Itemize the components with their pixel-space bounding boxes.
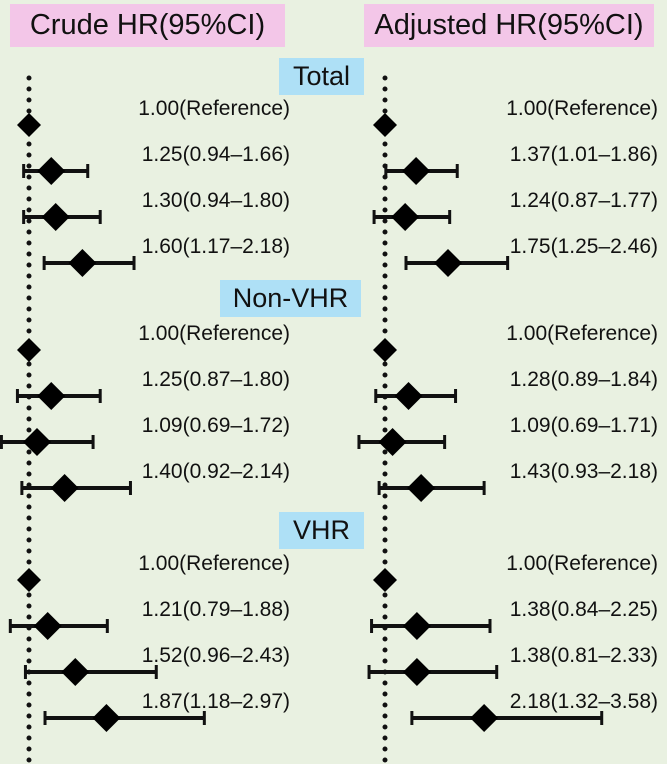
hr-label-crude: 1.40(0.92–2.14) bbox=[142, 460, 290, 483]
hr-label-adjusted: 1.37(1.01–1.86) bbox=[510, 143, 658, 166]
hr-point-crude bbox=[37, 157, 66, 185]
hr-label-crude: 1.00(Reference) bbox=[138, 97, 290, 120]
hr-label-crude: 1.87(1.18–2.97) bbox=[142, 690, 290, 713]
hr-point-crude bbox=[61, 658, 90, 686]
hr-point-crude bbox=[41, 203, 70, 231]
reference-point-adjusted bbox=[373, 568, 397, 592]
hr-label-adjusted: 1.75(1.25–2.46) bbox=[510, 235, 658, 258]
adjusted-hr-header: Adjusted HR(95%CI) bbox=[364, 4, 654, 47]
hr-label-adjusted: 1.28(0.89–1.84) bbox=[510, 368, 658, 391]
hr-label-adjusted: 1.38(0.81–2.33) bbox=[510, 644, 658, 667]
hr-label-adjusted: 1.09(0.69–1.71) bbox=[510, 414, 658, 437]
reference-point-crude bbox=[17, 338, 41, 362]
hr-point-adjusted bbox=[394, 382, 423, 410]
hr-label-adjusted: 1.00(Reference) bbox=[506, 552, 658, 575]
hr-label-crude: 1.21(0.79–1.88) bbox=[142, 598, 290, 621]
hr-label-crude: 1.60(1.17–2.18) bbox=[142, 235, 290, 258]
crude-hr-header: Crude HR(95%CI) bbox=[10, 4, 285, 47]
hr-point-crude bbox=[50, 474, 79, 502]
hr-label-adjusted: 1.43(0.93–2.18) bbox=[510, 460, 658, 483]
hr-label-adjusted: 1.00(Reference) bbox=[506, 97, 658, 120]
group-label-total: Total bbox=[279, 58, 364, 95]
reference-point-crude bbox=[17, 568, 41, 592]
hr-point-adjusted bbox=[402, 612, 431, 640]
hr-label-crude: 1.25(0.94–1.66) bbox=[142, 143, 290, 166]
hr-point-adjusted bbox=[402, 658, 431, 686]
group-label-vhr: VHR bbox=[279, 512, 364, 549]
hr-point-crude bbox=[68, 249, 97, 277]
hr-point-adjusted bbox=[407, 474, 436, 502]
hr-label-crude: 1.00(Reference) bbox=[138, 552, 290, 575]
hr-point-adjusted bbox=[434, 249, 462, 277]
hr-label-crude: 1.00(Reference) bbox=[138, 322, 290, 345]
reference-point-adjusted bbox=[373, 338, 397, 362]
hr-label-crude: 1.09(0.69–1.72) bbox=[142, 414, 290, 437]
reference-point-adjusted bbox=[373, 113, 397, 137]
hr-label-adjusted: 1.24(0.87–1.77) bbox=[510, 189, 658, 212]
hr-label-adjusted: 1.00(Reference) bbox=[506, 322, 658, 345]
hr-label-crude: 1.52(0.96–2.43) bbox=[142, 644, 290, 667]
hr-point-crude bbox=[92, 704, 121, 732]
hr-point-crude bbox=[37, 382, 66, 410]
hr-label-adjusted: 1.38(0.84–2.25) bbox=[510, 598, 658, 621]
reference-point-crude bbox=[17, 113, 41, 137]
group-label-non-vhr: Non-VHR bbox=[220, 280, 361, 317]
hr-point-adjusted bbox=[391, 203, 420, 231]
hr-point-adjusted bbox=[402, 157, 431, 185]
hr-label-crude: 1.25(0.87–1.80) bbox=[142, 368, 290, 391]
hr-point-crude bbox=[33, 612, 62, 640]
hr-point-adjusted bbox=[378, 428, 407, 456]
hr-label-crude: 1.30(0.94–1.80) bbox=[142, 189, 290, 212]
hr-point-adjusted bbox=[470, 704, 499, 732]
hr-label-adjusted: 2.18(1.32–3.58) bbox=[510, 690, 658, 713]
hr-point-crude bbox=[23, 428, 52, 456]
